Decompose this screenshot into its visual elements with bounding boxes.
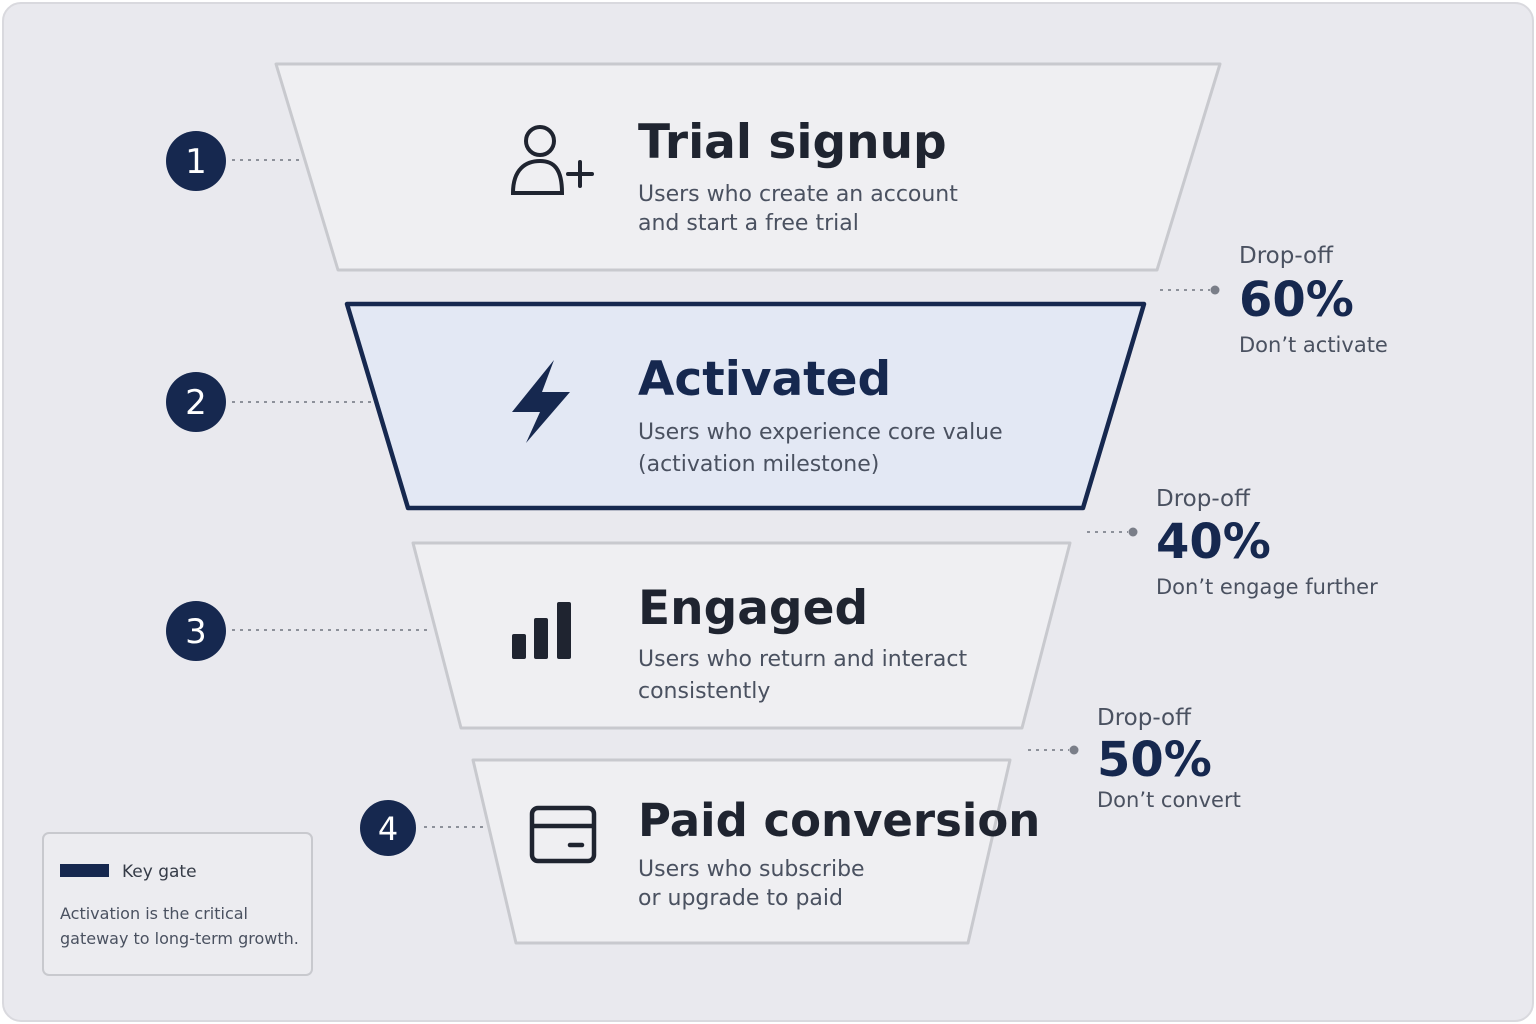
stage-number-badge-3: 3 (166, 601, 432, 661)
legend-label: Key gate (122, 862, 197, 882)
funnel-stage-paid-conversion: Paid conversion Users who subscribe or u… (471, 758, 1040, 945)
user-plus-icon (510, 125, 594, 195)
stage-title: Trial signup (638, 115, 947, 170)
stage-shape-key-gate (344, 301, 1147, 511)
dropoff-value: 40% (1156, 514, 1271, 570)
stage-description-line-2: or upgrade to paid (638, 886, 843, 911)
stage-number-badge-1: 1 (166, 131, 300, 191)
stage-description-line-1: Users who return and interact (638, 647, 967, 672)
bar-chart-icon (512, 602, 571, 659)
funnel-stage-trial-signup: Trial signup Users who create an account… (274, 62, 1222, 272)
funnel-stage-engaged: Engaged Users who return and interact co… (411, 541, 1072, 730)
dropoff-note: Don’t activate (1239, 333, 1388, 357)
legend-box: Key gate Activation is the critical gate… (42, 832, 313, 976)
dropoff-note: Don’t convert (1097, 788, 1241, 812)
stage-title: Paid conversion (638, 794, 1040, 847)
dropoff-value: 60% (1239, 272, 1354, 328)
stage-description-line-1: Users who create an account (638, 182, 958, 207)
stage-description-line-1: Users who experience core value (638, 420, 1003, 445)
stage-number: 4 (378, 810, 398, 848)
dropoff-callout-2: Drop-off 40% Don’t engage further (1087, 486, 1378, 599)
stage-description-line-2: and start a free trial (638, 211, 859, 236)
stage-shape (411, 541, 1072, 730)
key-gate-swatch (60, 864, 109, 877)
dropoff-label: Drop-off (1239, 243, 1334, 269)
stage-title: Engaged (638, 581, 868, 636)
stage-shape (471, 758, 1012, 945)
stage-number-badge-2: 2 (166, 372, 372, 432)
dropoff-callout-3: Drop-off 50% Don’t convert (1028, 705, 1241, 812)
stage-shape (274, 62, 1222, 272)
legend-description-line-2: gateway to long-term growth. (60, 929, 299, 948)
stage-number: 3 (185, 612, 207, 652)
stage-number: 2 (185, 383, 207, 423)
dropoff-callout-1: Drop-off 60% Don’t activate (1160, 243, 1388, 357)
dropoff-note: Don’t engage further (1156, 575, 1378, 599)
stage-description-line-2: consistently (638, 679, 770, 704)
credit-card-icon (529, 805, 597, 864)
dropoff-label: Drop-off (1156, 486, 1251, 512)
stage-number: 1 (185, 142, 207, 182)
dropoff-label: Drop-off (1097, 705, 1192, 731)
legend-description-line-1: Activation is the critical (60, 904, 248, 923)
dropoff-value: 50% (1097, 732, 1212, 788)
stage-number-badge-4: 4 (360, 800, 488, 856)
stage-description-line-2: (activation milestone) (638, 452, 879, 477)
stage-title: Activated (638, 352, 891, 407)
funnel-stage-activated: Activated Users who experience core valu… (344, 301, 1147, 511)
stage-description-line-1: Users who subscribe (638, 857, 865, 882)
lightning-bolt-icon (512, 360, 570, 443)
